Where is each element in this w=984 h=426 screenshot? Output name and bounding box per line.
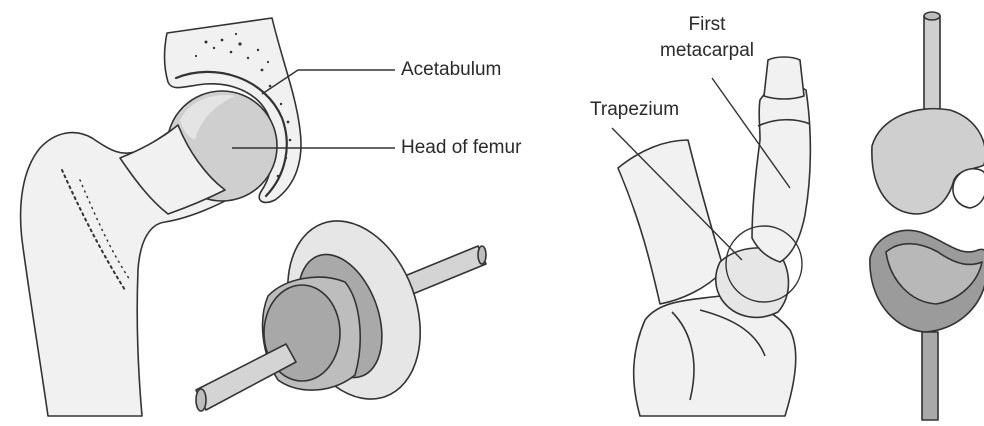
saddle-rod-top: [924, 16, 940, 124]
saddle-rod-bottom: [922, 332, 938, 420]
hip-joint-illustration: [21, 18, 301, 416]
saddle-rod-top-end: [924, 12, 940, 20]
label-head-of-femur: Head of femur: [401, 137, 521, 159]
first-metacarpal-bone: [752, 85, 810, 262]
proximal-phalanx: [764, 57, 804, 99]
rod-left-end: [196, 389, 206, 411]
saddle-model: [870, 12, 984, 420]
label-first-metacarpal-line1: First: [652, 14, 762, 36]
label-acetabulum: Acetabulum: [401, 59, 501, 81]
ball-and-socket-model: [196, 202, 486, 417]
label-first-metacarpal-line2: metacarpal: [632, 40, 782, 62]
rod-right-end: [478, 246, 486, 264]
label-trapezium: Trapezium: [590, 99, 679, 121]
second-metacarpal: [618, 140, 724, 304]
